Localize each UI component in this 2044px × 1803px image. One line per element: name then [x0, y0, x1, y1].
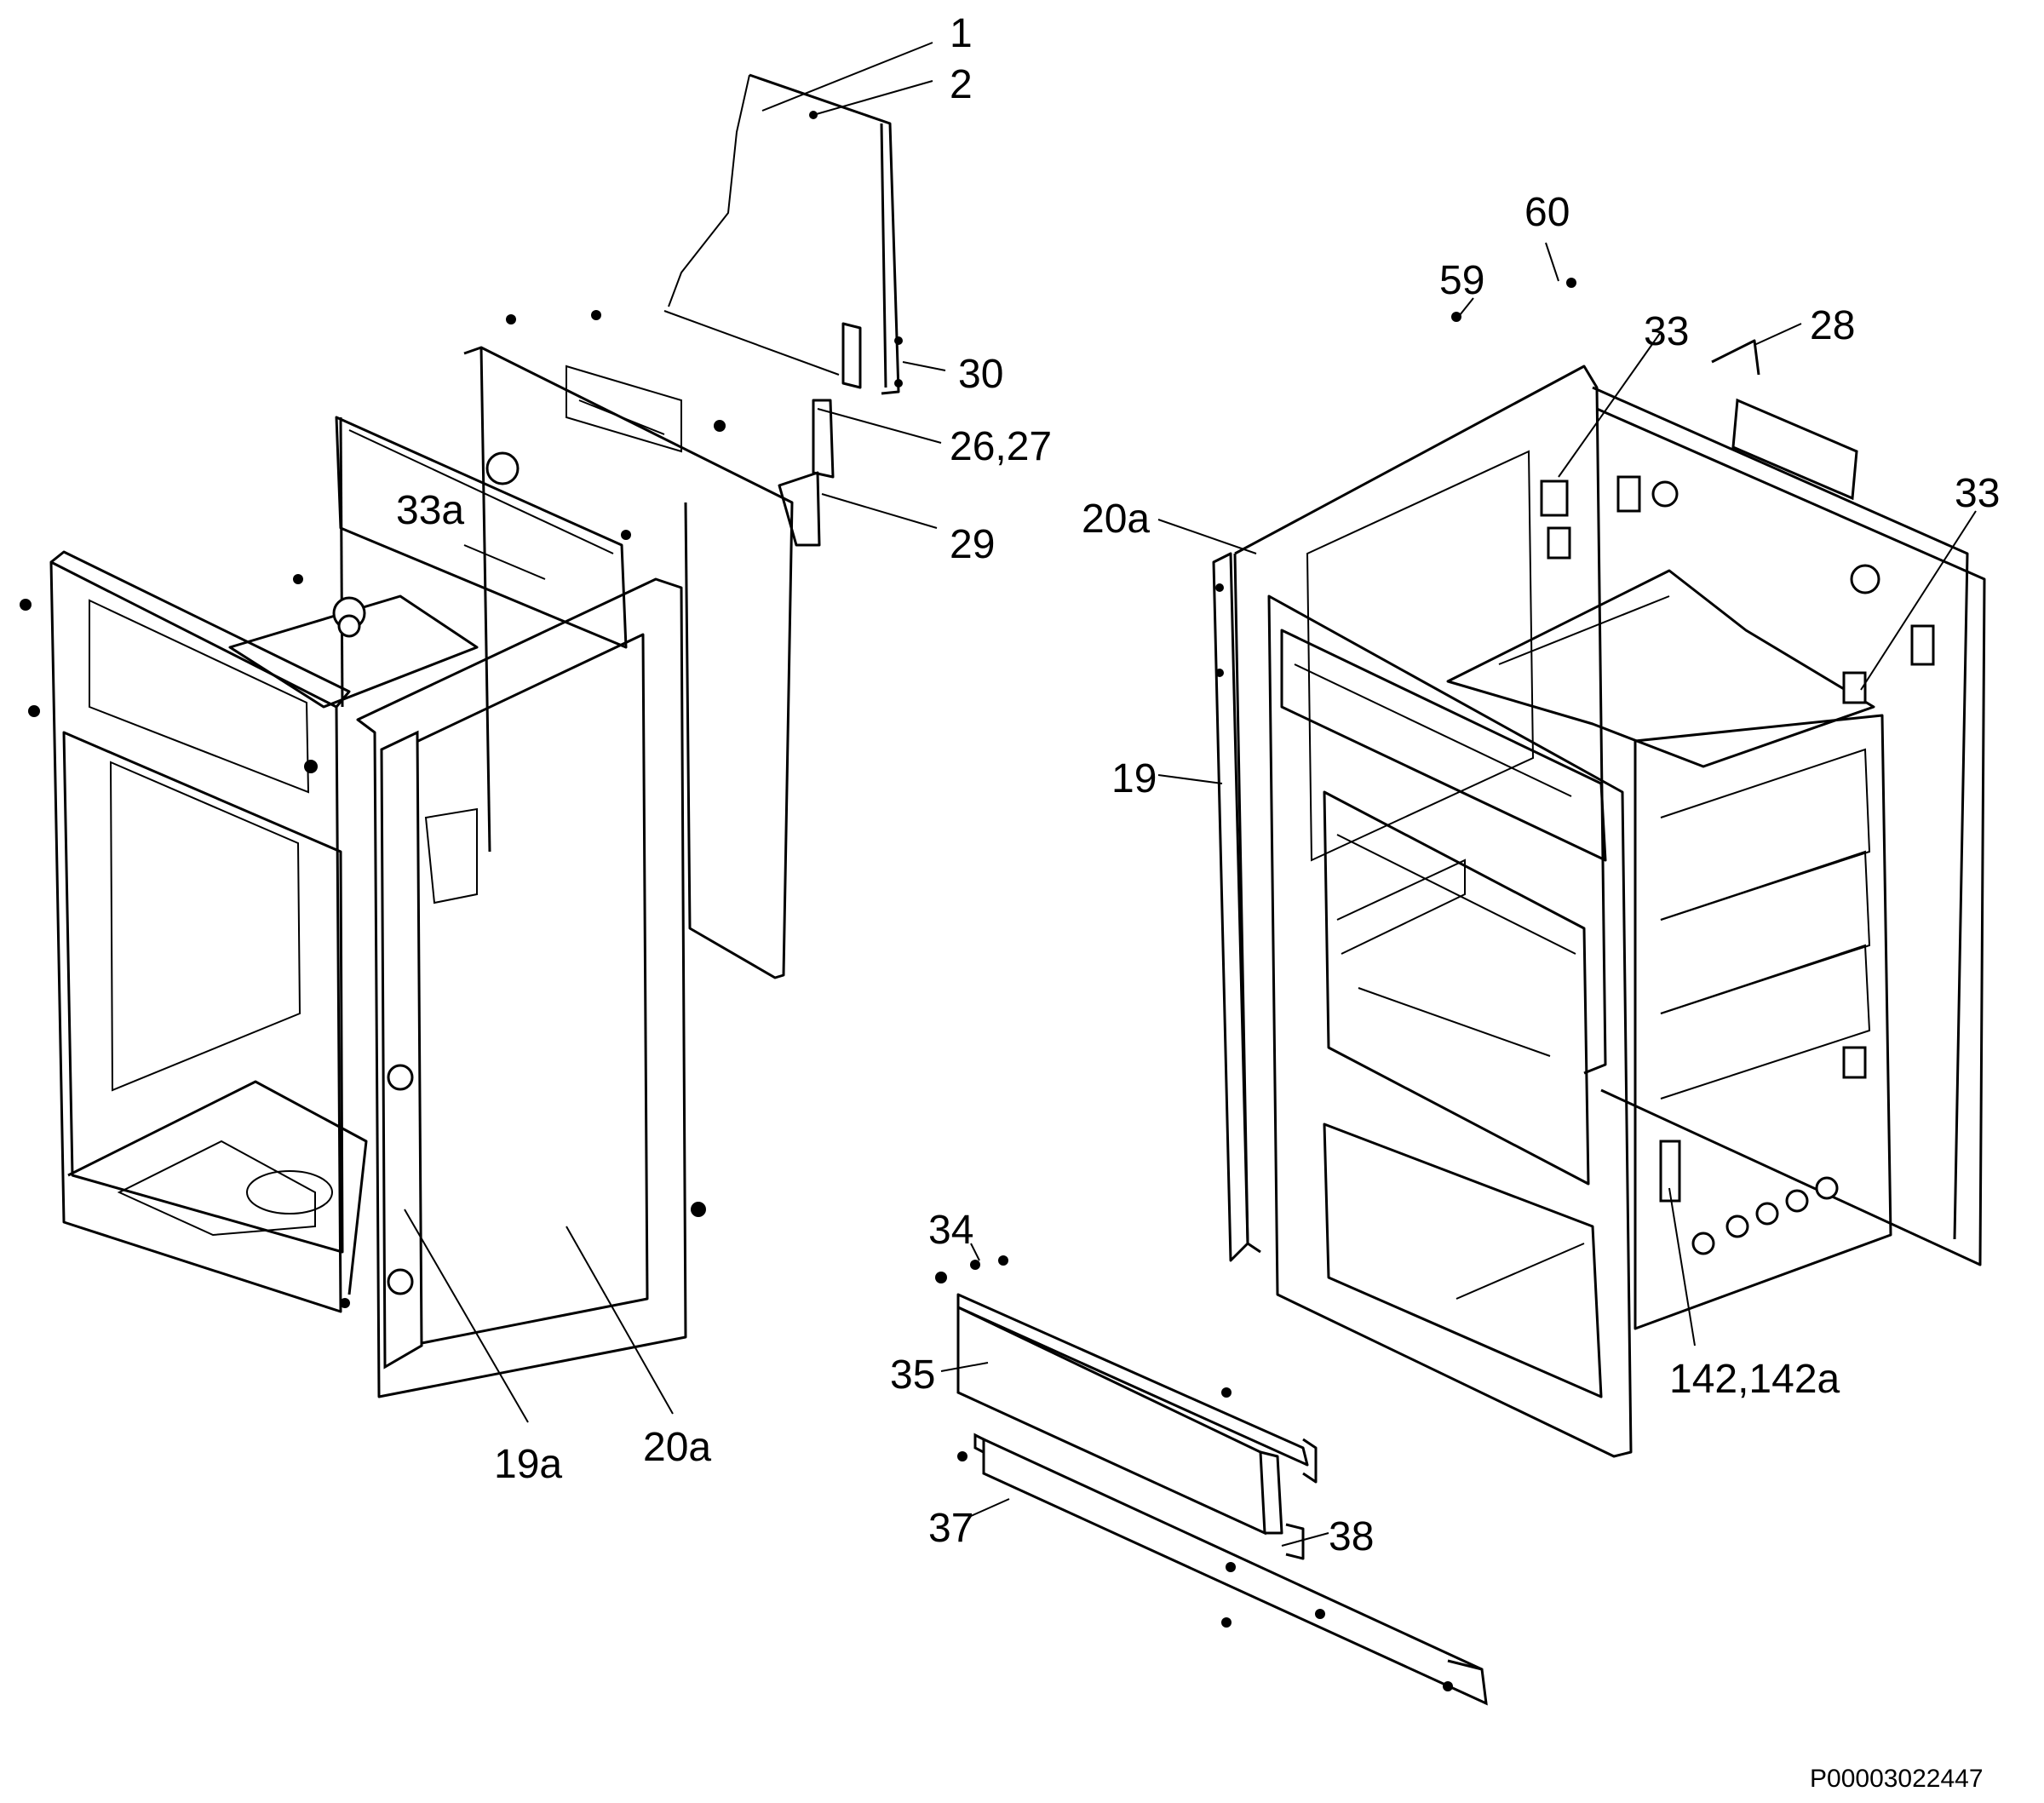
document-id: P00003022447: [1810, 1765, 1984, 1793]
callout-labels: 1 2 30 26,27 29 33a 19a 20a 60 59 33 28 …: [396, 11, 2000, 1793]
callout-20a-right: 20a: [1082, 497, 1150, 542]
right-oven-assembly: [1212, 278, 1986, 1458]
callout-33-right: 33: [1955, 471, 2000, 516]
callout-59: 59: [1439, 258, 1484, 303]
callout-19: 19: [1111, 756, 1157, 801]
leader-lines: [404, 42, 1977, 1547]
callout-30: 30: [958, 352, 1003, 397]
callout-28: 28: [1810, 303, 1855, 348]
callout-1: 1: [950, 11, 973, 56]
callout-37: 37: [928, 1506, 973, 1551]
top-bracket-assembly: [663, 73, 903, 547]
left-cabinet-assembly: [20, 416, 706, 1398]
callout-20a-left: 20a: [643, 1425, 711, 1470]
callout-29: 29: [950, 522, 995, 567]
callout-33-top: 33: [1644, 309, 1689, 354]
callout-19a: 19a: [494, 1442, 562, 1487]
callout-26-27: 26,27: [950, 424, 1052, 469]
callout-38: 38: [1329, 1514, 1374, 1559]
callout-34: 34: [928, 1208, 973, 1253]
callout-142-142a: 142,142a: [1669, 1357, 1840, 1402]
callout-60: 60: [1524, 190, 1570, 235]
callout-2: 2: [950, 62, 973, 107]
kick-panel-assembly: [935, 1255, 1488, 1706]
callout-35: 35: [890, 1352, 935, 1398]
rear-panel-left: [463, 310, 794, 979]
callout-33a: 33a: [396, 488, 464, 533]
